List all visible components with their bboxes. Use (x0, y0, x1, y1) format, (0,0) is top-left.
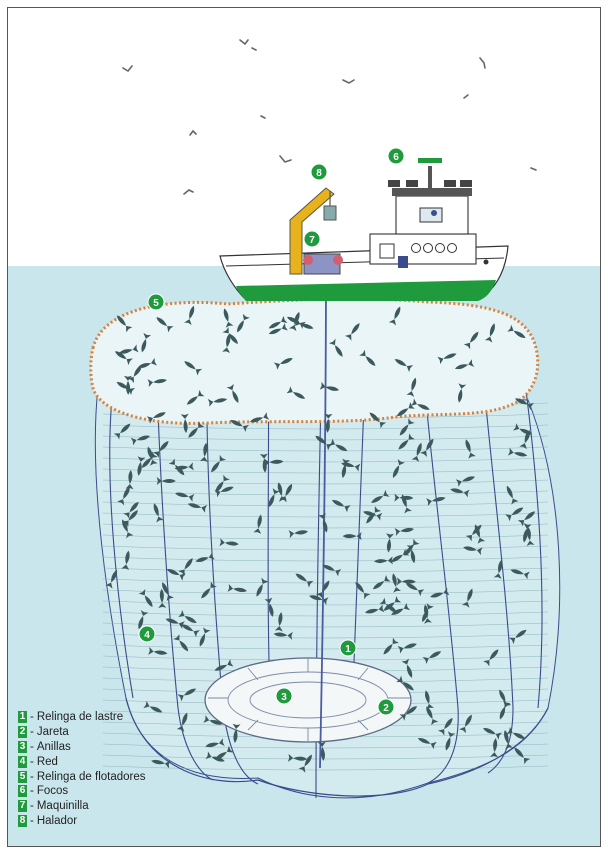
legend-separator: - (30, 771, 34, 783)
svg-text:4: 4 (144, 630, 150, 641)
legend-label: Maquinilla (37, 800, 89, 812)
callout-8: 8 (311, 164, 327, 180)
diagram-frame: 1 2 3 4 5 6 7 8 1-Relin (7, 7, 601, 847)
svg-text:2: 2 (383, 703, 389, 714)
legend-item: 3-Anillas (18, 740, 146, 755)
legend-number: 3 (18, 741, 27, 753)
legend-item: 8-Halador (18, 814, 146, 829)
callout-3: 3 (276, 688, 292, 704)
svg-text:7: 7 (309, 235, 315, 246)
callout-2: 2 (378, 699, 394, 715)
legend-separator: - (30, 741, 34, 753)
legend-item: 1-Relinga de lastre (18, 710, 146, 725)
callout-7: 7 (304, 231, 320, 247)
svg-text:8: 8 (316, 168, 322, 179)
svg-text:1: 1 (345, 644, 351, 655)
legend-label: Halador (37, 815, 77, 827)
legend-number: 8 (18, 815, 27, 827)
legend-item: 2-Jareta (18, 725, 146, 740)
legend-number: 2 (18, 726, 27, 738)
callout-6: 6 (388, 148, 404, 164)
callout-1: 1 (340, 640, 356, 656)
legend-label: Relinga de lastre (37, 711, 123, 723)
svg-text:5: 5 (153, 298, 159, 309)
legend-separator: - (30, 800, 34, 812)
legend-label: Relinga de flotadores (37, 771, 146, 783)
legend-separator: - (30, 726, 34, 738)
legend-number: 4 (18, 756, 27, 768)
legend-separator: - (30, 756, 34, 768)
legend-item: 5-Relinga de flotadores (18, 769, 146, 784)
legend-item: 6-Focos (18, 784, 146, 799)
legend-number: 6 (18, 785, 27, 797)
legend-separator: - (30, 711, 34, 723)
sky (8, 8, 600, 268)
legend-separator: - (30, 815, 34, 827)
legend: 1-Relinga de lastre 2-Jareta 3-Anillas 4… (18, 710, 146, 828)
svg-text:6: 6 (393, 152, 399, 163)
legend-label: Focos (37, 785, 68, 797)
legend-item: 7-Maquinilla (18, 799, 146, 814)
legend-number: 5 (18, 771, 27, 783)
legend-separator: - (30, 785, 34, 797)
callout-5: 5 (148, 294, 164, 310)
legend-label: Jareta (37, 726, 69, 738)
legend-item: 4-Red (18, 754, 146, 769)
legend-number: 1 (18, 711, 27, 723)
legend-label: Anillas (37, 741, 71, 753)
legend-label: Red (37, 756, 58, 768)
callout-4: 4 (139, 626, 155, 642)
svg-text:3: 3 (281, 692, 287, 703)
legend-number: 7 (18, 800, 27, 812)
